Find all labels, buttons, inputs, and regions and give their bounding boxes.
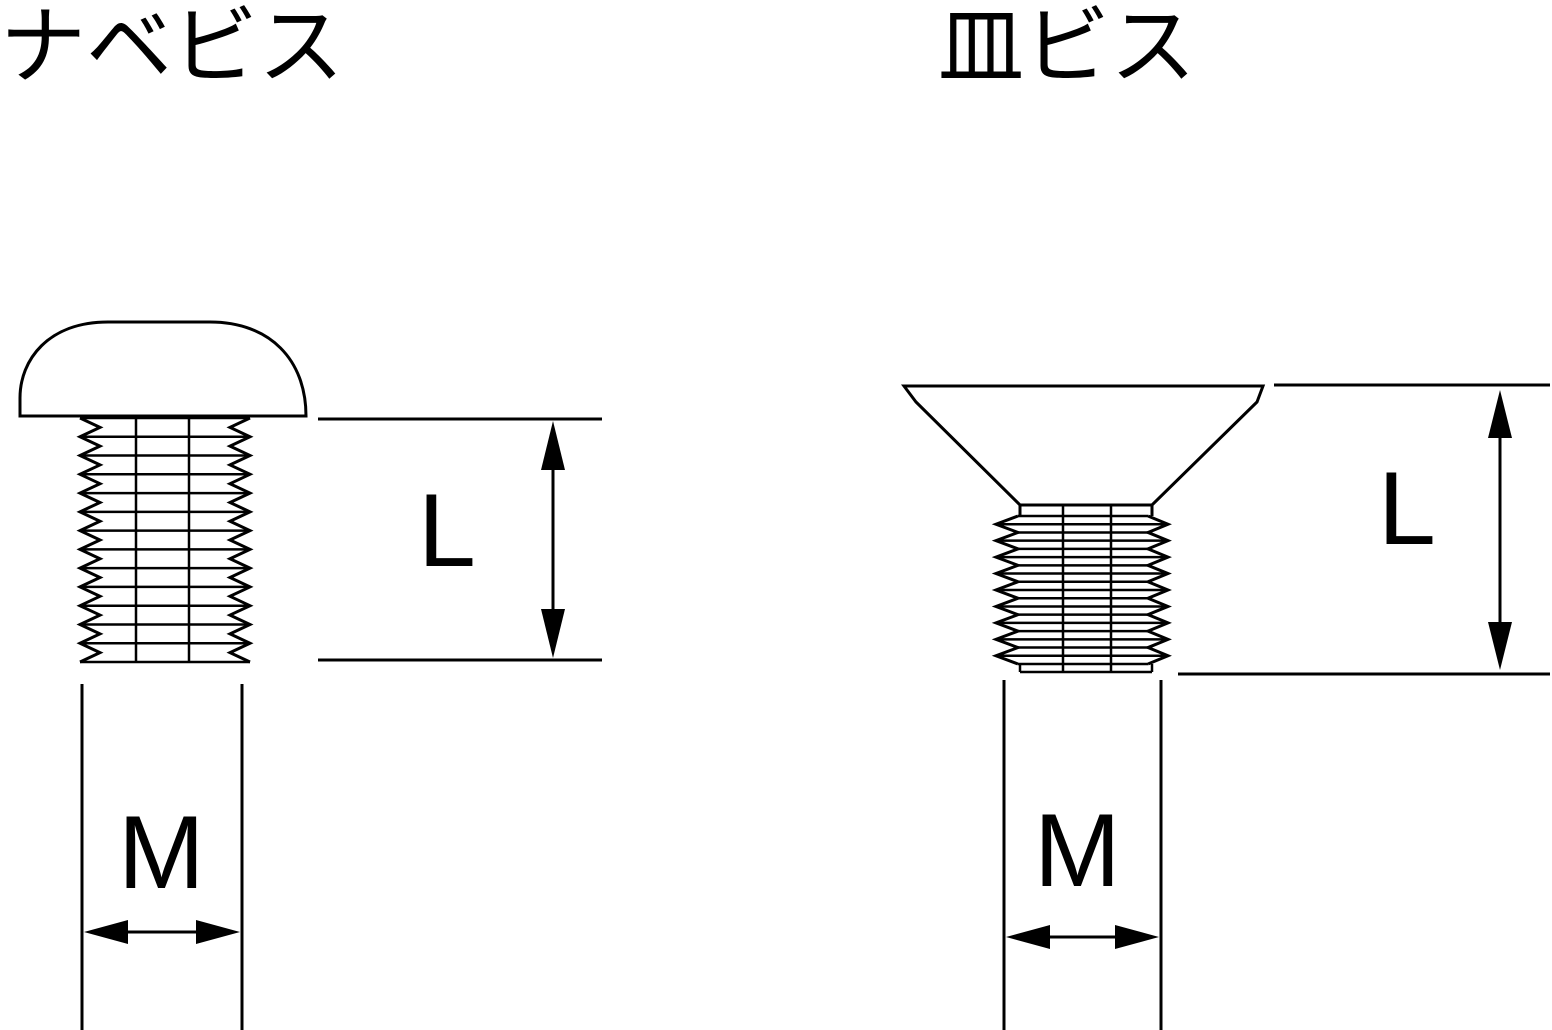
flat-screw-figure: 皿ビス L M: [901, 0, 1550, 1030]
pan-length-arrow-down: [541, 609, 565, 658]
flat-diameter-arrow-right: [1115, 925, 1159, 949]
flat-screw-thread-collar: [1018, 505, 1154, 516]
pan-screw-threads: [76, 416, 254, 664]
pan-thread-right-profile: [226, 416, 254, 664]
flat-thread-left-profile: [991, 514, 1023, 666]
flat-screw-threads: [991, 514, 1172, 674]
flat-screw-head: [901, 384, 1266, 507]
flat-length-label: L: [1378, 451, 1436, 567]
pan-screw-shaft-lines: [134, 418, 191, 662]
pan-length-arrow-up: [541, 421, 565, 470]
pan-length-label: L: [418, 473, 476, 589]
flat-length-arrow-down: [1488, 622, 1512, 670]
pan-screw-diameter-dimension: M: [80, 684, 244, 1030]
pan-screw-length-dimension: L: [318, 417, 602, 662]
flat-diameter-label: M: [1034, 793, 1121, 909]
flat-screw-length-dimension: L: [1178, 383, 1550, 676]
pan-diameter-arrow-left: [84, 920, 128, 944]
flat-thread-right-profile: [1144, 514, 1172, 666]
pan-diameter-arrow-right: [196, 920, 240, 944]
pan-diameter-label: M: [118, 795, 205, 911]
pan-screw-figure: ナベビス L M: [0, 0, 602, 1030]
flat-screw-shaft-lines: [1061, 506, 1113, 671]
pan-thread-left-profile: [76, 416, 104, 664]
flat-screw-diameter-dimension: M: [1002, 680, 1163, 1030]
flat-length-arrow-up: [1488, 390, 1512, 438]
pan-screw-title: ナベビス: [0, 0, 344, 97]
pan-screw-head: [18, 320, 308, 418]
flat-screw-title: 皿ビス: [938, 0, 1196, 97]
flat-diameter-arrow-left: [1006, 925, 1050, 949]
